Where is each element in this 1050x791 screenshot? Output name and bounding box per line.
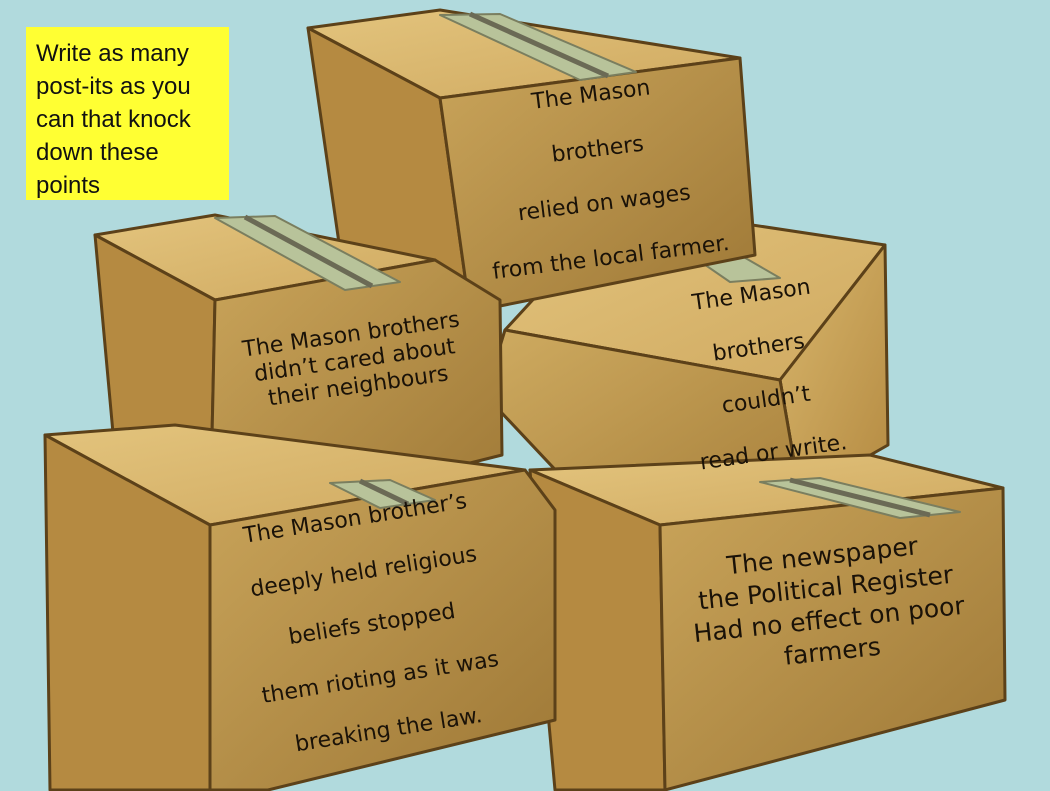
box-top-line: brothers bbox=[550, 131, 646, 168]
instruction-line: can that knock bbox=[36, 106, 191, 133]
instruction-line: post-its as you bbox=[36, 73, 191, 100]
box-bottom-left-line: deeply held religious bbox=[248, 541, 479, 602]
instruction-line: down these bbox=[36, 139, 159, 166]
box-middle-right-line: brothers bbox=[711, 328, 807, 367]
instruction-line: points bbox=[36, 172, 101, 199]
box-middle-right-line: couldn’t bbox=[720, 381, 812, 419]
box-bottom-left-text: The Mason brother’s deeply held religiou… bbox=[205, 483, 539, 767]
box-bottom-left-line: them rioting as it was bbox=[260, 646, 501, 709]
instruction-postit: Write as many post-its as you can that k… bbox=[26, 27, 229, 200]
box-top-text: The Mason brothers relied on wages from … bbox=[451, 66, 750, 288]
instruction-line: Write as many bbox=[36, 40, 189, 67]
box-bottom-left-line: beliefs stopped bbox=[286, 598, 458, 651]
box-bottom-left bbox=[43, 423, 557, 791]
box-top-line: relied on wages bbox=[516, 180, 692, 227]
box-middle-right-text: The Mason brothers couldn’t read or writ… bbox=[643, 268, 882, 481]
